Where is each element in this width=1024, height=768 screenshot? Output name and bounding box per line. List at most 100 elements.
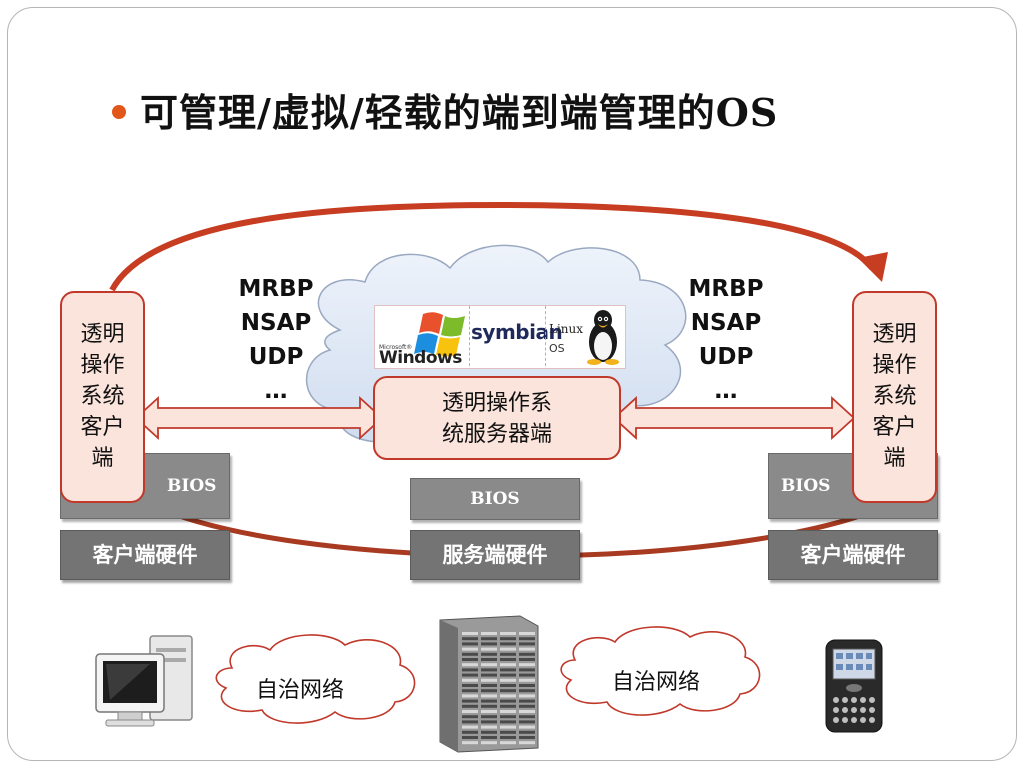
windows-logo: Microsoft® Windows bbox=[377, 308, 469, 368]
rack-slot bbox=[519, 668, 535, 672]
rack-slot bbox=[519, 715, 535, 719]
rack-slot bbox=[500, 663, 516, 667]
rack-slot bbox=[462, 715, 478, 719]
protocol-item: … bbox=[714, 378, 738, 404]
rack-slot bbox=[519, 673, 535, 677]
rack-slot bbox=[500, 652, 516, 656]
rack-slot bbox=[481, 689, 497, 693]
network-label-right: 自治网络 bbox=[612, 670, 701, 695]
bios-right-label: BIOS bbox=[781, 476, 831, 496]
rack-slot bbox=[481, 730, 497, 734]
rack-slot bbox=[462, 658, 478, 661]
rack-slot bbox=[519, 699, 535, 703]
rack-slot bbox=[500, 637, 516, 641]
rack-slot bbox=[519, 678, 535, 682]
linux-text: Linux bbox=[549, 322, 584, 336]
client-hardware-right: 客户端硬件 bbox=[768, 530, 938, 580]
network-label-left: 自治网络 bbox=[256, 678, 345, 703]
rack-slot bbox=[500, 704, 516, 708]
rack-slot bbox=[481, 663, 497, 667]
client-os-left-label: 透明操作系统客户端 bbox=[80, 322, 125, 471]
rack-slot bbox=[500, 684, 516, 687]
rack-slot bbox=[500, 668, 516, 672]
server-os-label: 透明操作系统服务器端 bbox=[441, 391, 552, 447]
protocol-item: NSAP bbox=[240, 310, 312, 336]
linux-os-text: OS bbox=[549, 342, 565, 355]
rack-slot bbox=[481, 694, 497, 698]
rack-slot bbox=[481, 725, 497, 729]
rack-slot bbox=[462, 668, 478, 672]
server-rack-icon bbox=[439, 615, 539, 753]
symbian-logo: symbian bbox=[471, 320, 563, 344]
client-hardware-right-label: 客户端硬件 bbox=[800, 543, 906, 567]
rack-slot bbox=[481, 736, 497, 739]
rack-slot bbox=[500, 642, 516, 646]
os-logo-strip: Microsoft® Windows symbian Linux OS bbox=[374, 305, 626, 369]
protocol-stack-left: MRBP NSAP UDP … bbox=[220, 272, 332, 408]
title-row: 可管理/虚拟/轻载的端到端管理的OS bbox=[112, 82, 778, 137]
rack-slot bbox=[462, 725, 478, 729]
rack-slot bbox=[519, 647, 535, 651]
slide-title: 可管理/虚拟/轻载的端到端管理的OS bbox=[140, 90, 779, 135]
bullet-icon bbox=[112, 104, 126, 119]
rack-slot bbox=[481, 642, 497, 646]
rack-slot bbox=[500, 647, 516, 651]
linux-logo: Linux OS bbox=[547, 308, 623, 366]
rack-slot bbox=[462, 642, 478, 646]
rack-slot bbox=[500, 694, 516, 698]
client-hardware-left-label: 客户端硬件 bbox=[92, 543, 198, 567]
rack-slot bbox=[481, 668, 497, 672]
windows-flag-icon bbox=[414, 312, 465, 357]
rack-slot bbox=[481, 652, 497, 656]
protocol-item: UDP bbox=[698, 344, 754, 370]
rack-slot bbox=[519, 642, 535, 646]
rack-slot bbox=[500, 725, 516, 729]
rack-slot bbox=[519, 632, 535, 635]
rack-slot bbox=[462, 730, 478, 734]
rack-slot bbox=[481, 678, 497, 682]
rack-slot bbox=[500, 720, 516, 724]
rack-slot bbox=[500, 741, 516, 745]
protocol-item: MRBP bbox=[238, 276, 314, 302]
rack-slot bbox=[481, 684, 497, 687]
network-cloud-right bbox=[560, 626, 761, 716]
rack-slot bbox=[481, 637, 497, 641]
rack-slot bbox=[500, 699, 516, 703]
bios-left-label: BIOS bbox=[167, 476, 217, 496]
server-hardware: 服务端硬件 bbox=[410, 530, 580, 580]
logo-separator bbox=[545, 306, 546, 366]
rack-slot bbox=[462, 632, 478, 635]
client-os-right-label: 透明操作系统客户端 bbox=[872, 322, 917, 471]
rack-slot bbox=[462, 704, 478, 708]
rack-slot bbox=[462, 647, 478, 651]
protocol-item: MRBP bbox=[688, 276, 764, 302]
rack-slot bbox=[462, 663, 478, 667]
network-cloud-left bbox=[215, 634, 416, 724]
rack-slot bbox=[481, 658, 497, 661]
rack-slot bbox=[500, 678, 516, 682]
rack-slot bbox=[519, 704, 535, 708]
rack-slot bbox=[519, 730, 535, 734]
rack-slot bbox=[462, 699, 478, 703]
rack-slot bbox=[462, 673, 478, 677]
rack-slot bbox=[462, 720, 478, 724]
rack-slot bbox=[481, 720, 497, 724]
rack-slot bbox=[500, 715, 516, 719]
bios-center: BIOS bbox=[410, 478, 580, 520]
logo-separator bbox=[469, 306, 470, 366]
server-hardware-label: 服务端硬件 bbox=[442, 543, 548, 567]
rack-slot bbox=[481, 699, 497, 703]
protocol-item: UDP bbox=[248, 344, 304, 370]
rack-slot bbox=[500, 710, 516, 713]
rack-slot bbox=[500, 632, 516, 635]
protocol-item: … bbox=[264, 378, 288, 404]
protocol-item: NSAP bbox=[690, 310, 762, 336]
client-os-box-left: 透明操作系统客户端 bbox=[60, 291, 145, 503]
rack-slot bbox=[519, 710, 535, 713]
rack-slot bbox=[481, 632, 497, 635]
rack-slot bbox=[462, 637, 478, 641]
rack-slot bbox=[500, 730, 516, 734]
rack-slot bbox=[462, 741, 478, 745]
rack-slot bbox=[519, 689, 535, 693]
rack-slot bbox=[500, 673, 516, 677]
